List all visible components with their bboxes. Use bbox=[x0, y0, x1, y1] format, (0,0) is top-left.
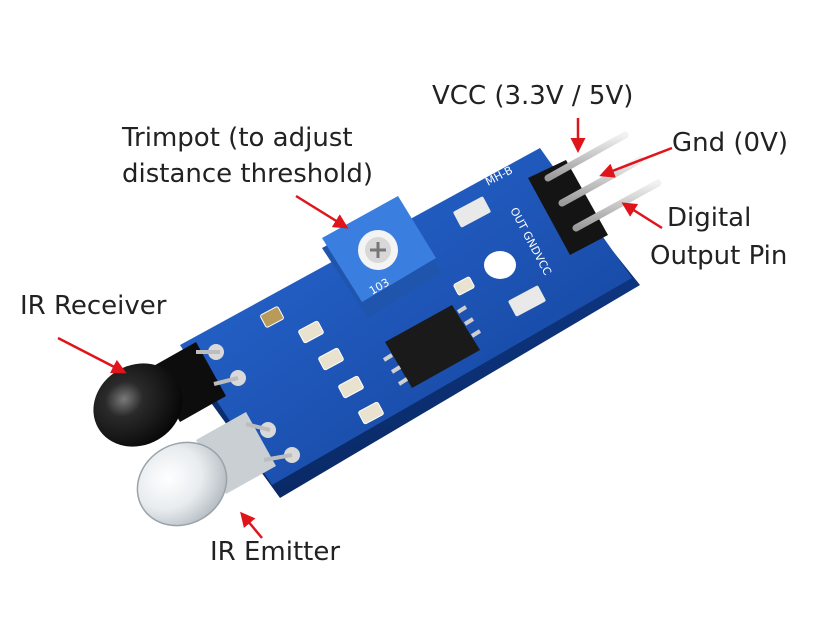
digital-arrow bbox=[621, 202, 663, 230]
trimpot-arrow bbox=[295, 194, 349, 229]
comparator-chip bbox=[382, 305, 482, 388]
ir-emitter-arrow bbox=[240, 511, 263, 539]
ir-emitter-label: IR Emitter bbox=[210, 537, 341, 567]
callout-arrows bbox=[57, 118, 673, 539]
mounting-hole bbox=[484, 251, 516, 279]
gnd-label: Gnd (0V) bbox=[672, 128, 789, 158]
vcc-label: VCC (3.3V / 5V) bbox=[432, 81, 634, 111]
ir-emitter-led bbox=[136, 412, 293, 527]
ir-receiver-led bbox=[93, 342, 239, 447]
trimpot: 103 bbox=[322, 196, 442, 318]
digital-label-line1: Digital bbox=[667, 203, 752, 233]
header-pins bbox=[528, 131, 662, 255]
ir-receiver-arrow bbox=[57, 336, 127, 374]
power-led bbox=[453, 196, 491, 228]
trimpot-label-line1: Trimpot (to adjust bbox=[122, 123, 353, 153]
trimpot-label-line2: distance threshold) bbox=[122, 159, 374, 189]
gnd-arrow bbox=[599, 146, 673, 178]
smd-components bbox=[260, 276, 475, 425]
digital-label-line2: Output Pin bbox=[650, 241, 788, 271]
ir-receiver-label: IR Receiver bbox=[20, 291, 167, 321]
status-led bbox=[508, 285, 546, 317]
